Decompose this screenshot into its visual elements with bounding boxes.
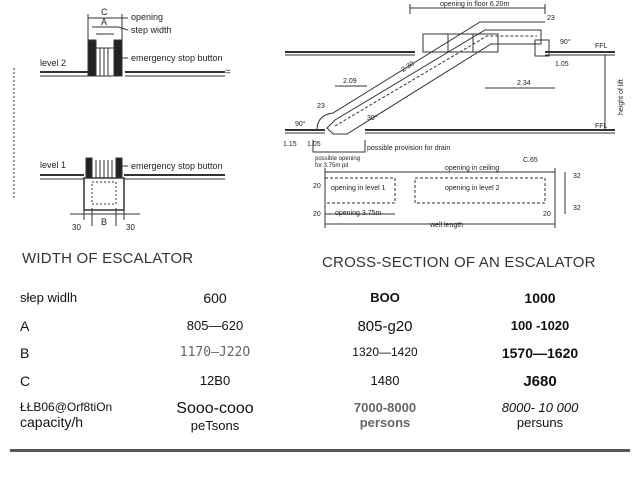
cell-a-600: 805—620 xyxy=(186,318,244,333)
cell-b-800: 1320—1420 xyxy=(352,345,418,359)
label-level-2: level 2 xyxy=(40,58,66,68)
row-label-step-width: słep widlh xyxy=(20,290,78,305)
cell-b-1000: 1570—1620 xyxy=(501,345,579,361)
cell-800: BOO xyxy=(370,290,400,305)
label-32-a: 32 xyxy=(573,173,581,180)
label-opening-floor: opening in floor 6.20m xyxy=(440,1,509,8)
cell-c-600: 12B0 xyxy=(199,373,231,388)
label-emergency-stop-1: emergency stop button xyxy=(131,161,223,171)
label-b: B xyxy=(101,217,107,227)
label-c: C xyxy=(101,7,108,17)
label-90-top: 90° xyxy=(560,38,571,46)
label-20-b: 20 xyxy=(313,211,321,218)
capacity-1000-line-1: 8000- 10 000 xyxy=(501,400,579,415)
capacity-600-line-1: Sooo-cooo xyxy=(176,400,254,417)
label-20-c: 20 xyxy=(543,211,551,218)
cell-b-600: 1170–J22O xyxy=(179,345,251,360)
label-20-a: 20 xyxy=(313,183,321,190)
label-209: 2.09 xyxy=(343,78,357,85)
table-row: słep widlh 600 BOO 1000 xyxy=(0,290,638,314)
capacity-600-line-2: peTsons xyxy=(190,418,240,433)
label-level-1: level 1 xyxy=(40,160,66,170)
row-label-b: B xyxy=(20,345,30,361)
capacity-800-line-1: 7000-8000 xyxy=(353,400,417,415)
label-well-length: well length xyxy=(429,222,463,229)
label-90-left: 90° xyxy=(295,120,306,128)
cross-section-diagram: opening in floor 6.20m 23 90° FFL 1.05 2… xyxy=(283,1,625,229)
capacity-label-line-1: ŁŁB06@Orf8tiOn xyxy=(20,400,113,414)
table-row: A 805—620 805-g20 100 -1020 xyxy=(0,318,638,342)
label-ffl-top: FFL xyxy=(595,43,608,50)
label-pit-2: for 3.75m pit xyxy=(315,163,349,169)
label-30-deg: 30° xyxy=(367,114,378,122)
bottom-divider xyxy=(10,449,630,452)
row-label-capacity: ŁŁB06@Orf8tiOn capacity/h xyxy=(20,400,112,430)
row-label-c: C xyxy=(20,373,31,389)
cell-1000: 1000 xyxy=(524,290,556,306)
capacity-label-line-2: capacity/h xyxy=(20,414,84,430)
label-32-b: 32 xyxy=(573,205,581,212)
label-drain: possible provision for drain xyxy=(367,145,450,152)
cell-c-800: 1480 xyxy=(370,373,400,388)
capacity-1000-line-2: persuns xyxy=(516,415,564,430)
cell-600: 600 xyxy=(203,290,227,306)
cell-a-1000: 100 -1020 xyxy=(510,318,570,333)
label-height: height of lift xyxy=(618,79,625,115)
label-234: 2.34 xyxy=(517,80,531,87)
cell-capacity-800: 7000-8000 persons xyxy=(354,400,416,430)
label-230: 2.30 xyxy=(400,60,415,73)
cell-capacity-600: Sooo-cooo peTsons xyxy=(176,400,253,433)
label-c65: C.65 xyxy=(523,157,538,164)
label-opening: opening xyxy=(131,12,163,22)
label-a: A xyxy=(101,17,107,27)
label-23-left: 23 xyxy=(317,103,325,110)
capacity-800-line-2: persons xyxy=(359,415,411,430)
cell-capacity-1000: 8000- 10 000 persuns xyxy=(502,400,579,430)
label-105: 1.05 xyxy=(555,61,569,68)
label-pit: possible opening xyxy=(315,156,360,162)
cell-c-1000: J680 xyxy=(523,373,557,390)
label-115: 1.15 xyxy=(283,141,297,148)
dim-right-30: 30 xyxy=(126,223,135,232)
label-emergency-stop-2: emergency stop button xyxy=(131,53,223,63)
table-row: C 12B0 1480 J680 xyxy=(0,373,638,397)
label-ffl-bottom: FFL xyxy=(595,123,608,130)
label-23-top: 23 xyxy=(547,15,555,22)
label-opening-l1: opening in level 1 xyxy=(331,185,386,192)
label-step-width: step width xyxy=(131,25,172,35)
label-105-bottom: 1.05 xyxy=(307,141,321,148)
row-label-a: A xyxy=(20,318,30,334)
heading-width: WIDTH OF ESCALATOR xyxy=(22,250,194,267)
dim-left-30: 30 xyxy=(72,223,81,232)
heading-cross-section: CROSS-SECTION OF AN ESCALATOR xyxy=(322,254,596,271)
width-diagram: = C A B opening step width emergency sto… xyxy=(13,7,231,232)
table-row: B 1170–J22O 1320—1420 1570—1620 xyxy=(0,345,638,369)
table-row: ŁŁB06@Orf8tiOn capacity/h Sooo-cooo peTs… xyxy=(0,400,638,440)
label-opening-375: opening 3.75m xyxy=(335,210,381,217)
cell-a-800: 805-g20 xyxy=(357,318,413,335)
svg-text:=: = xyxy=(225,67,231,78)
label-opening-l2: opening in level 2 xyxy=(445,185,500,192)
label-ceiling: opening in ceiling xyxy=(445,165,499,172)
